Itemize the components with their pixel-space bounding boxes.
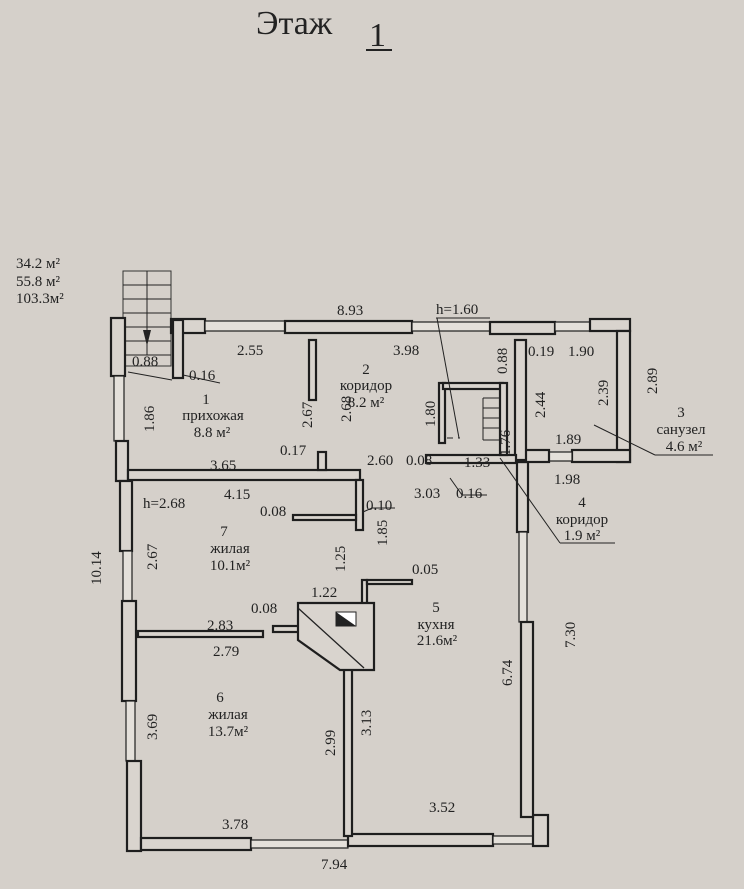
room-5: 5 кухня 21.6м²	[417, 600, 458, 649]
room-number: 1	[202, 392, 210, 408]
room-area: 10.1м²	[210, 558, 251, 574]
dimension-label: 0.08	[406, 453, 432, 469]
room-number: 4	[578, 495, 586, 511]
dimension-label: 2.67	[300, 401, 316, 428]
dimension-label: 3.03	[414, 486, 440, 502]
room-4: 4 коридор 1.9 м²	[556, 495, 608, 544]
dimension-label: 0.16	[189, 368, 216, 384]
room-3: 3 санузел 4.6 м²	[656, 405, 706, 455]
floor-number: 1	[369, 17, 386, 54]
dimension-label: 2.44	[533, 391, 549, 418]
room-7: 7 жилая 10.1м²	[209, 524, 250, 574]
dimension-label: 2.55	[237, 343, 263, 359]
dimension-label: 1.86	[142, 405, 158, 432]
dimension-label: 1.25	[333, 546, 349, 572]
room-number: 7	[220, 524, 228, 540]
room-name: кухня	[417, 617, 454, 633]
room-name: прихожая	[182, 408, 244, 424]
room-name: санузел	[656, 422, 706, 438]
dimension-label: 3.52	[429, 800, 455, 816]
dimension-label: 2.68	[339, 396, 355, 422]
dimension-label: 7.94	[321, 857, 348, 873]
room-area: 21.6м²	[417, 633, 458, 649]
dimension-label: 3.65	[210, 458, 236, 474]
room-number: 6	[216, 690, 224, 706]
room-number: 5	[432, 600, 440, 616]
total-area: 103.3м²	[16, 291, 64, 307]
dimension-label: 0.19	[528, 344, 554, 360]
room-name: коридор	[556, 512, 608, 528]
dimension-label: 7.30	[563, 622, 579, 648]
dimension-label: 2.39	[596, 380, 612, 406]
dimension-label: 0.16	[456, 486, 483, 502]
dimension-label: 1.76	[498, 429, 514, 456]
dimension-label: 1.80	[423, 401, 439, 427]
room-1: 1 прихожая 8.8 м²	[182, 392, 244, 441]
dimension-label: 2.89	[645, 368, 661, 394]
ceiling-height-label: h=2.68	[143, 496, 185, 512]
room-number: 3	[677, 405, 685, 421]
room-area: 13.7м²	[208, 724, 249, 740]
leader-lines	[127, 317, 713, 544]
dimension-label: 3.78	[222, 817, 248, 833]
dimension-label: 10.14	[89, 551, 105, 585]
room-area: 4.6 м²	[666, 439, 703, 455]
dimension-label: 0.88	[132, 354, 158, 370]
dimension-label: 6.74	[500, 659, 516, 686]
dimension-label: 0.05	[412, 562, 438, 578]
dimension-label: 3.69	[145, 714, 161, 740]
floor-title: Этаж	[256, 5, 333, 42]
dimension-label: 0.08	[260, 504, 286, 520]
room-area: 8.8 м²	[194, 425, 231, 441]
room-area: 1.9 м²	[564, 528, 601, 544]
dimension-label: 1.98	[554, 472, 580, 488]
stair-height-label: h=1.60	[436, 302, 478, 318]
room-2: 2 коридор 8.2 м²	[340, 362, 392, 411]
dimension-label: 0.08	[251, 601, 277, 617]
dimension-label: 0.17	[280, 443, 307, 459]
dimension-label: 3.98	[393, 343, 419, 359]
dimension-label: 8.93	[337, 303, 363, 319]
room-6: 6 жилая 13.7м²	[207, 690, 248, 740]
dimension-label: 1.90	[568, 344, 594, 360]
dimensions: 8.93 2.55 3.98 0.88 0.16 1.86 2.67 2.68 …	[89, 303, 661, 873]
dimension-label: 0.88	[495, 348, 511, 374]
dimension-label: 3.13	[359, 710, 375, 736]
total-area: 34.2 м²	[16, 256, 60, 272]
room-name: коридор	[340, 378, 392, 394]
room-name: жилая	[209, 541, 250, 557]
walls	[109, 270, 632, 853]
dimension-label: 4.15	[224, 487, 250, 503]
interior-stairs	[447, 397, 500, 441]
dimension-label: 2.60	[367, 453, 393, 469]
arrow-down-icon	[143, 330, 151, 346]
dimension-label: 2.99	[323, 730, 339, 756]
room-number: 2	[362, 362, 370, 378]
dimension-label: 1.33	[464, 455, 490, 471]
dimension-label: 1.85	[375, 520, 391, 546]
dimension-label: 1.89	[555, 432, 581, 448]
dimension-label: 0.10	[366, 498, 392, 514]
dimension-label: 1.22	[311, 585, 337, 601]
room-name: жилая	[207, 707, 248, 723]
room-area: 8.2 м²	[348, 395, 385, 411]
total-area: 55.8 м²	[16, 274, 60, 290]
dimension-label: 2.79	[213, 644, 239, 660]
area-totals: 34.2 м² 55.8 м² 103.3м²	[16, 256, 64, 307]
dimension-label: 2.83	[207, 618, 233, 634]
dimension-label: 2.67	[145, 543, 161, 570]
